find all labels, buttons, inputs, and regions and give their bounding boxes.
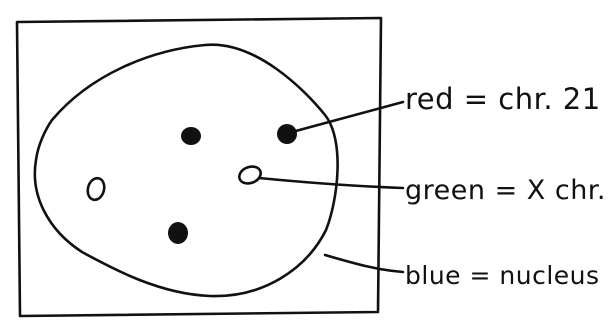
red-dot-1 [181,127,201,145]
green-leader-line [259,178,403,188]
red-label: red = chr. 21 [405,82,601,116]
green-label: green = X chr. [405,175,606,206]
red-dot-3 [168,222,188,244]
blue-leader-line [325,255,403,272]
red-dot-2 [277,124,297,144]
nucleus-outline [35,45,338,296]
green-dot-2 [237,164,263,187]
red-leader-line [292,102,403,132]
blue-label: blue = nucleus [405,261,600,290]
green-dot-1 [85,176,106,201]
image-frame [17,18,381,316]
